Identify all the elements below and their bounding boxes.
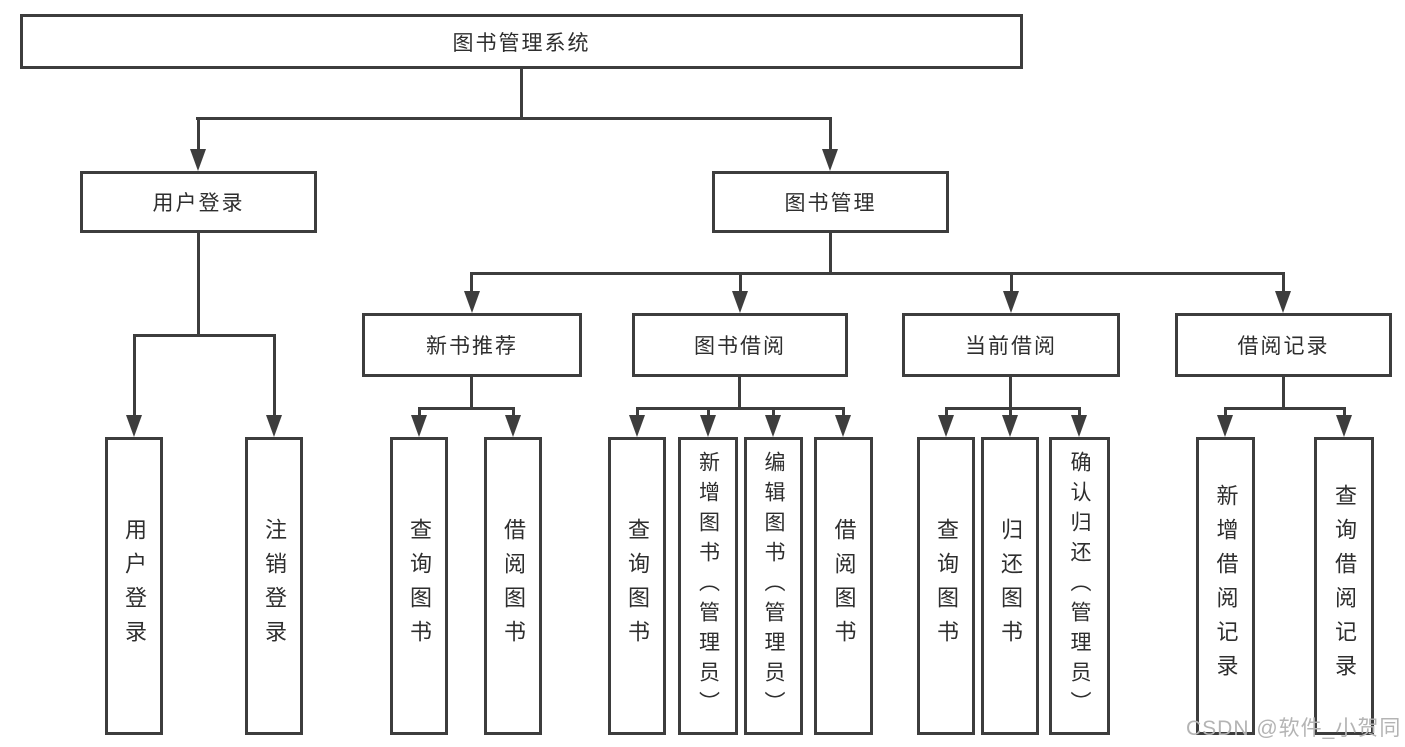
arrowhead-down-icon <box>464 291 480 313</box>
connector-line <box>197 117 200 153</box>
leaf-add-borrow-record: 新增借阅记录 <box>1196 437 1255 735</box>
node-new-book-recommend-label: 新书推荐 <box>426 335 518 358</box>
leaf-current-search-book-label: 查询图书 <box>934 518 959 654</box>
arrowhead-down-icon <box>266 415 282 437</box>
connector-line <box>1343 407 1346 419</box>
leaf-return-book-label: 归还图书 <box>998 518 1023 654</box>
connector-line <box>1009 407 1012 419</box>
connector-line <box>470 377 473 410</box>
arrowhead-down-icon <box>700 415 716 437</box>
arrowhead-down-icon <box>732 291 748 313</box>
connector-line <box>772 407 775 419</box>
connector-line <box>842 407 845 419</box>
arrowhead-down-icon <box>190 149 206 171</box>
watermark: CSDN @软件_小贺同学 <box>1186 717 1402 740</box>
node-root-label: 图书管理系统 <box>452 31 591 55</box>
node-user-login: 用户登录 <box>80 171 317 233</box>
node-book-management: 图书管理 <box>712 171 949 233</box>
leaf-search-borrow-record: 查询借阅记录 <box>1314 437 1374 735</box>
leaf-recommend-borrow-book: 借阅图书 <box>484 437 542 735</box>
connector-line <box>738 377 741 410</box>
connector-line <box>1009 377 1012 410</box>
arrowhead-down-icon <box>629 415 645 437</box>
connector-line <box>829 233 832 275</box>
leaf-recommend-search-book: 查询图书 <box>390 437 448 735</box>
node-book-borrow-label: 图书借阅 <box>694 335 786 358</box>
node-new-book-recommend: 新书推荐 <box>362 313 582 377</box>
node-current-borrow-label: 当前借阅 <box>965 335 1057 358</box>
leaf-recommend-borrow-book-label: 借阅图书 <box>501 518 526 654</box>
connector-line <box>1224 407 1346 410</box>
connector-line <box>945 407 1081 410</box>
connector-line <box>829 117 832 153</box>
leaf-borrow-search-book: 查询图书 <box>608 437 666 735</box>
node-borrow-records-label: 借阅记录 <box>1237 335 1330 358</box>
leaf-borrow-search-book-label: 查询图书 <box>625 518 650 654</box>
leaf-logout: 注销登录 <box>245 437 303 735</box>
leaf-add-book-admin: 新增图书（管理员） <box>678 437 738 735</box>
connector-line <box>197 233 200 337</box>
connector-line <box>196 117 832 120</box>
arrowhead-down-icon <box>1275 291 1291 313</box>
connector-line <box>636 407 845 410</box>
arrowhead-down-icon <box>938 415 954 437</box>
connector-line <box>636 407 639 419</box>
node-current-borrow: 当前借阅 <box>902 313 1120 377</box>
arrowhead-down-icon <box>835 415 851 437</box>
node-book-borrow: 图书借阅 <box>632 313 848 377</box>
arrowhead-down-icon <box>765 415 781 437</box>
arrowhead-down-icon <box>1071 415 1087 437</box>
leaf-borrow-book-label: 借阅图书 <box>831 518 857 654</box>
connector-line <box>1078 407 1081 419</box>
connector-line <box>470 272 1285 275</box>
node-book-management-label: 图书管理 <box>784 192 877 215</box>
leaf-edit-book-admin: 编辑图书（管理员） <box>744 437 803 735</box>
leaf-search-borrow-record-label: 查询借阅记录 <box>1332 484 1357 688</box>
arrowhead-down-icon <box>1217 415 1233 437</box>
arrowhead-down-icon <box>411 415 427 437</box>
connector-line <box>739 272 742 293</box>
connector-line <box>1010 272 1013 293</box>
connector-line <box>418 407 515 410</box>
connector-line <box>512 407 515 419</box>
leaf-logout-label: 注销登录 <box>262 518 287 654</box>
connector-line <box>520 68 523 120</box>
leaf-edit-book-admin-label: 编辑图书（管理员） <box>762 451 785 721</box>
leaf-recommend-search-book-label: 查询图书 <box>407 518 432 654</box>
leaf-return-book: 归还图书 <box>981 437 1039 735</box>
node-borrow-records: 借阅记录 <box>1175 313 1392 377</box>
connector-line <box>1282 272 1285 293</box>
leaf-user-login: 用户登录 <box>105 437 163 735</box>
arrowhead-down-icon <box>1002 415 1018 437</box>
connector-line <box>1282 377 1285 410</box>
leaf-user-login-label: 用户登录 <box>122 518 147 654</box>
node-root: 图书管理系统 <box>20 14 1023 69</box>
connector-line <box>133 334 276 337</box>
arrowhead-down-icon <box>505 415 521 437</box>
connector-line <box>1224 407 1227 419</box>
leaf-confirm-return-admin: 确认归还（管理员） <box>1049 437 1110 735</box>
leaf-add-borrow-record-label: 新增借阅记录 <box>1213 484 1239 688</box>
node-user-login-label: 用户登录 <box>152 192 245 215</box>
connector-line <box>470 272 473 293</box>
arrowhead-down-icon <box>126 415 142 437</box>
connector-line <box>273 334 276 419</box>
leaf-current-search-book: 查询图书 <box>917 437 975 735</box>
leaf-confirm-return-admin-label: 确认归还（管理员） <box>1068 451 1091 721</box>
arrowhead-down-icon <box>1003 291 1019 313</box>
arrowhead-down-icon <box>822 149 838 171</box>
leaf-add-book-admin-label: 新增图书（管理员） <box>696 451 720 721</box>
connector-line <box>418 407 421 419</box>
connector-line <box>707 407 710 419</box>
arrowhead-down-icon <box>1336 415 1352 437</box>
leaf-borrow-book: 借阅图书 <box>814 437 873 735</box>
connector-line <box>945 407 948 419</box>
connector-line <box>133 334 136 419</box>
